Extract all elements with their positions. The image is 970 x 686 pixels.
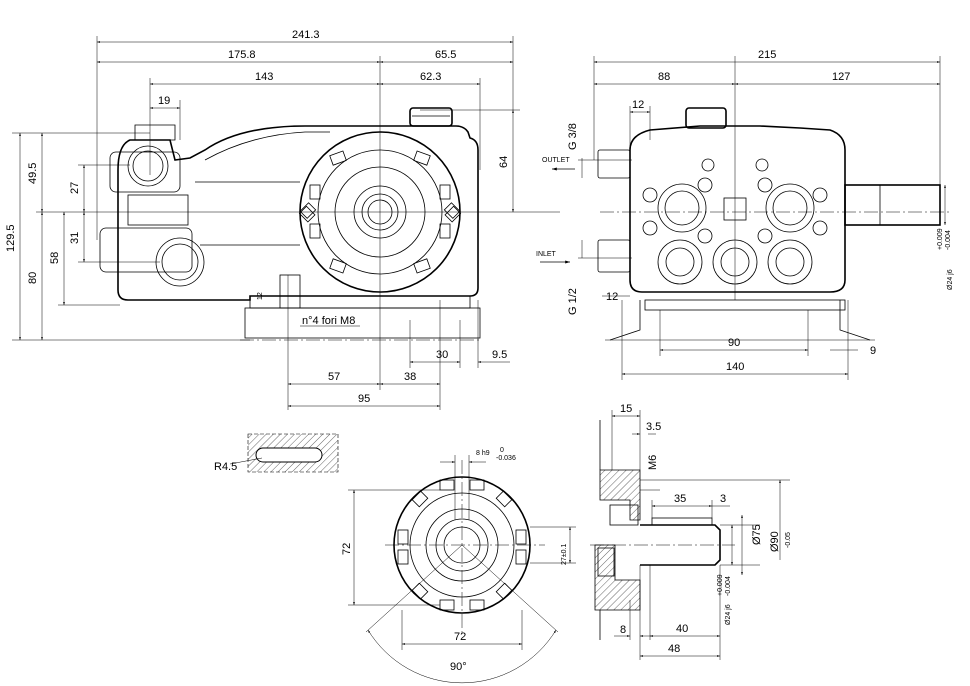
dim-72h: 72: [454, 631, 466, 643]
dim-72v: 72: [341, 543, 353, 555]
dim-15: 15: [620, 403, 632, 415]
dim-40: 40: [676, 623, 688, 635]
shaft-tol-front-up: +0.009: [937, 228, 944, 250]
dim-38: 38: [404, 371, 416, 383]
dim-3-5: 3.5: [646, 421, 661, 433]
dim-30: 30: [436, 349, 448, 361]
shaft-dia-side: Ø24 j6: [725, 604, 732, 625]
dim-27pm: 27±0.1: [561, 544, 568, 565]
dim-241-3: 241.3: [292, 29, 320, 41]
dim-88: 88: [658, 71, 670, 83]
holes-note: n°4 fori M8: [302, 315, 355, 327]
dim-31: 31: [69, 232, 81, 244]
shaft-tol-side-up: +0.009: [717, 574, 724, 596]
outlet-label: OUTLET: [542, 157, 570, 164]
dim-90dia: Ø90: [769, 531, 781, 552]
dim-12a: 12: [257, 292, 264, 300]
section-view: 15 3.5 M6 35 3 Ø75 Ø90 -0.05 Ø24 j6 +0.0…: [590, 403, 792, 660]
dim-80: 80: [27, 272, 39, 284]
dim-48: 48: [668, 643, 680, 655]
r45-label: R4.5: [214, 461, 237, 473]
dim-64: 64: [498, 156, 510, 168]
dim-65-5: 65.5: [435, 49, 456, 61]
dim-9: 9: [870, 345, 876, 357]
key-width: 8 h9: [476, 450, 490, 457]
dim-129-5: 129.5: [5, 224, 17, 252]
dim-127: 127: [832, 71, 850, 83]
g38-label: G 3/8: [567, 123, 579, 150]
dim-35: 35: [674, 493, 686, 505]
dim-90: 90: [728, 337, 740, 349]
slot-detail: R4.5: [214, 433, 339, 473]
dim-95: 95: [358, 393, 370, 405]
front-view: 215 88 127 12 G 3/8 G 1/2 OUTLET INLET: [536, 49, 954, 380]
dim-8: 8: [620, 624, 626, 636]
dim-90dia-tol: -0.05: [785, 532, 792, 548]
dim-62-3: 62.3: [420, 71, 441, 83]
m6-label: M6: [647, 455, 659, 470]
inlet-label: INLET: [536, 251, 557, 258]
dim-143: 143: [255, 71, 273, 83]
side-view: 241.3 175.8 65.5 143 62.3 19 129.5 49.5 …: [5, 29, 560, 410]
dim-58: 58: [49, 252, 61, 264]
g12-label: G 1/2: [567, 288, 579, 315]
dim-140: 140: [726, 361, 744, 373]
dim-75: Ø75: [751, 524, 763, 545]
key-tol-lo: -0.036: [496, 455, 516, 462]
dim-215: 215: [758, 49, 776, 61]
shaft-dia-front: Ø24 j6: [947, 269, 954, 290]
dim-19: 19: [158, 95, 170, 107]
angle-90: 90°: [450, 661, 467, 673]
dim-3: 3: [720, 493, 726, 505]
dim-12c: 12: [606, 291, 618, 303]
key-tol-up: 0: [500, 447, 504, 454]
dim-57: 57: [328, 371, 340, 383]
flange-view: 8 h9 0 -0.036 72 72 27±0.1 90°: [341, 447, 576, 684]
dim-175-8: 175.8: [228, 49, 256, 61]
dim-49-5: 49.5: [27, 163, 39, 184]
shaft-tol-side-lo: -0.004: [725, 576, 732, 596]
dim-9-5: 9.5: [492, 349, 507, 361]
dim-12b: 12: [632, 99, 644, 111]
dim-27: 27: [69, 182, 81, 194]
shaft-tol-front-lo: -0.004: [945, 230, 952, 250]
